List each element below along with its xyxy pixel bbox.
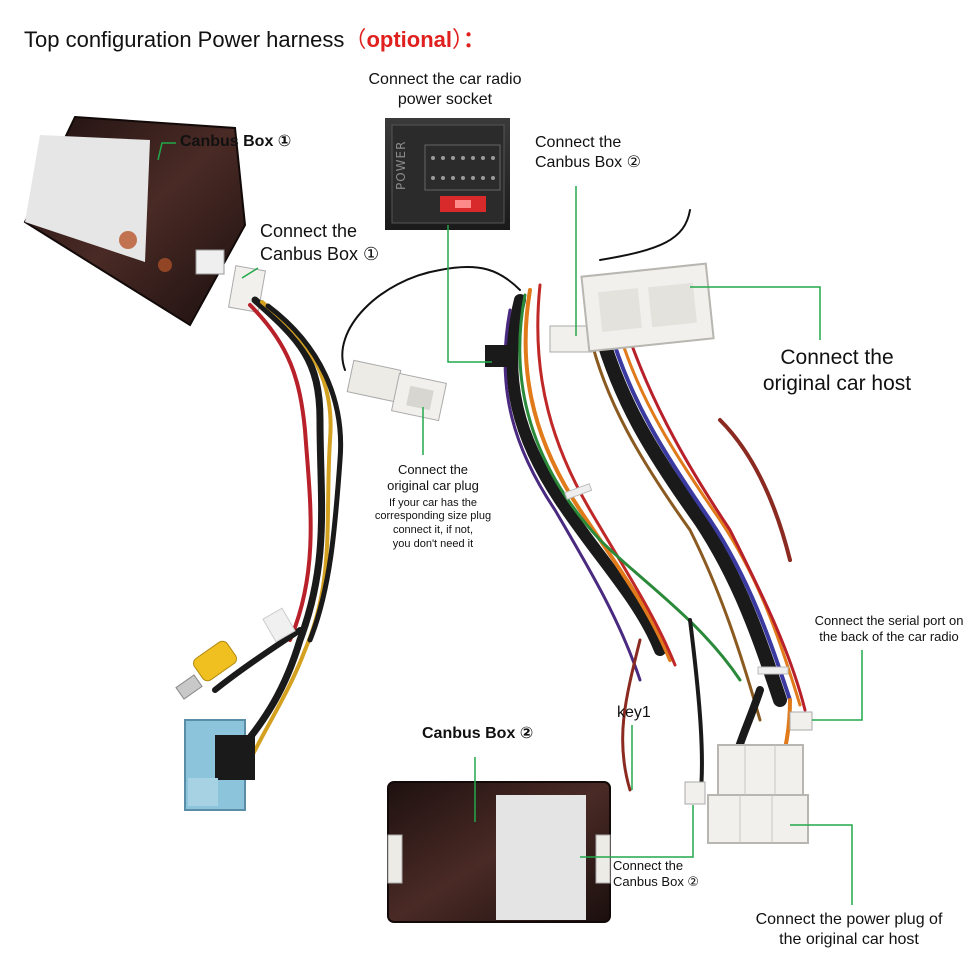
original-car-plug: [346, 359, 448, 422]
label-connect-canbus-2-top-line2: Canbus Box ②: [535, 154, 641, 171]
label-connect-canbus-2-bottom: Connect the Canbus Box ②: [613, 858, 699, 891]
label-original-plug: Connect the original car plug If your ca…: [363, 462, 503, 552]
label-power-plug: Connect the power plug of the original c…: [738, 910, 960, 950]
rca-connector: [175, 607, 296, 700]
label-original-plug-note3: connect it, if not,: [392, 524, 474, 536]
label-radio-socket: Connect the car radio power socket: [355, 70, 535, 110]
host-power-plug: [684, 744, 809, 844]
serial-port-connector: [789, 711, 813, 731]
label-key1: key1: [617, 704, 651, 721]
label-canbus-box-1: Canbus Box ①: [180, 133, 292, 150]
title-optional: optional: [366, 27, 452, 52]
label-radio-socket-line1: Connect the car radio: [368, 71, 522, 88]
label-connect-canbus-1: Connect the Canbus Box ①: [260, 220, 379, 265]
canbus-2-connector: [549, 325, 593, 353]
page-title: Top configuration Power harness（optional…: [24, 22, 485, 54]
label-radio-socket-line2: power socket: [397, 91, 493, 108]
canbus-box-2-image: [387, 781, 611, 923]
title-paren-close: ）: [451, 27, 463, 52]
leader-lines: [157, 142, 863, 905]
label-connect-canbus-1-line2: Canbus Box ①: [260, 243, 380, 264]
title-text: Top configuration Power harness: [24, 27, 345, 52]
title-paren-open: （: [344, 27, 367, 52]
label-serial-port-line2: the back of the car radio: [819, 629, 959, 645]
title-colon: ：: [463, 27, 486, 52]
label-original-host: Connect the original car host: [752, 345, 922, 398]
canbus-1-cable: [212, 296, 344, 762]
black-connector: [485, 345, 513, 367]
blue-plug: [184, 719, 255, 811]
label-original-host-line2: original car host: [762, 372, 912, 396]
label-connect-canbus-2-top: Connect the Canbus Box ②: [535, 133, 641, 173]
label-original-plug-note2: corresponding size plug: [374, 510, 492, 523]
label-original-plug-line1: Connect the: [397, 462, 469, 477]
label-original-plug-note4: you don't need it: [392, 537, 474, 550]
label-connect-canbus-2-bottom-line1: Connect the: [613, 858, 684, 873]
main-harness: [341, 209, 807, 802]
power-socket-image: [385, 118, 510, 230]
label-serial-port-line1: Connect the serial port on: [814, 613, 964, 628]
label-canbus-box-2: Canbus Box ②: [422, 725, 534, 742]
host-connector: [580, 262, 715, 353]
label-original-plug-line2: original car plug: [387, 478, 479, 494]
label-connect-canbus-2-top-line1: Connect the: [535, 134, 622, 151]
label-power-plug-line1: Connect the power plug of: [755, 911, 943, 928]
label-serial-port: Connect the serial port on the back of t…: [805, 613, 973, 646]
label-connect-canbus-1-line1: Connect the: [260, 221, 358, 241]
label-power-plug-line2: the original car host: [779, 931, 919, 948]
power-socket-text: POWER: [394, 140, 408, 190]
label-original-host-line1: Connect the: [780, 346, 894, 369]
label-original-plug-note1: If your car has the: [388, 496, 478, 509]
label-connect-canbus-2-bottom-line2: Canbus Box ②: [613, 874, 700, 890]
